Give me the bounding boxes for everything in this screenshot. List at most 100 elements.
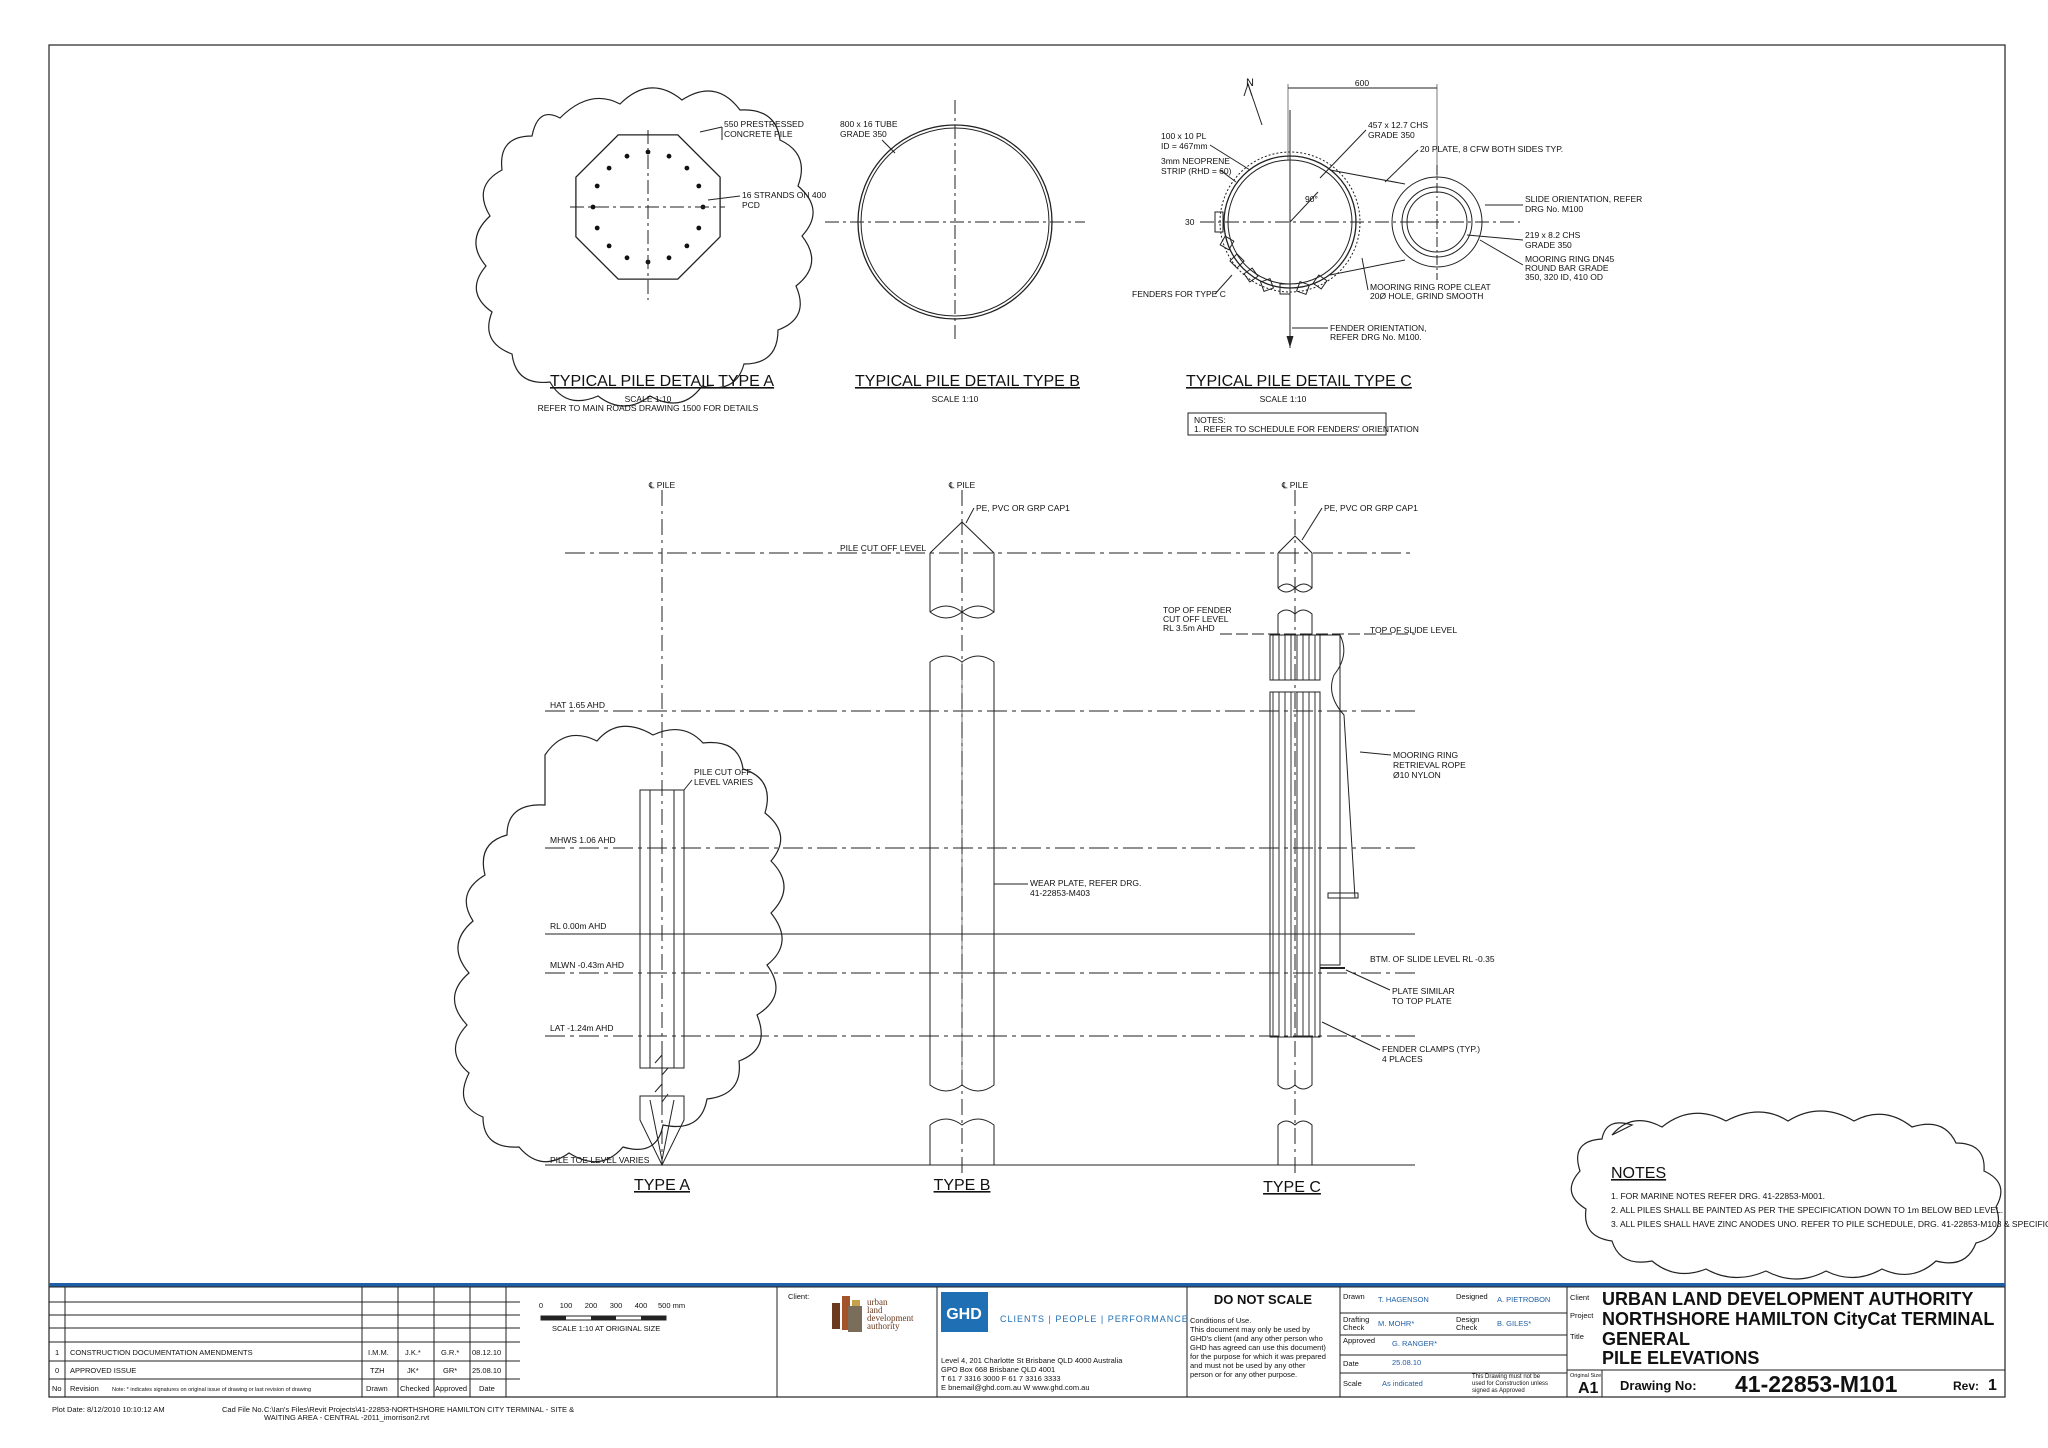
plot-date: Plot Date: 8/12/2010 10:10:12 AM	[52, 1405, 165, 1414]
tb-size-label: Original Size	[1570, 1373, 1601, 1379]
label-type-c: TYPE C	[1263, 1179, 1321, 1196]
scale-detail-b: SCALE 1:10	[932, 394, 979, 404]
cap-label-b: PE, PVC OR GRP CAP1	[976, 503, 1070, 513]
revision-cloud-type-a	[453, 725, 785, 1163]
rev-0-approved: GR*	[443, 1366, 457, 1375]
label-mooring-3: 350, 320 ID, 410 OD	[1525, 272, 1603, 282]
rev-1-checked: J.K.*	[405, 1348, 421, 1357]
label-550-pile-1: 550 PRESTRESSED	[724, 119, 804, 129]
tb-title-2: PILE ELEVATIONS	[1602, 1348, 1759, 1368]
ghd-address-1: Level 4, 201 Charlotte St Brisbane QLD 4…	[941, 1356, 1123, 1365]
label-neoprene-2: STRIP (RHD = 60)	[1161, 166, 1232, 176]
label-mooring-2: ROUND BAR GRADE	[1525, 263, 1609, 273]
title-detail-c: TYPICAL PILE DETAIL TYPE C	[1186, 373, 1412, 390]
rev-0-desc: APPROVED ISSUE	[70, 1366, 136, 1375]
conditions-7: person or for any other purpose.	[1190, 1370, 1297, 1379]
construction-note-2: used for Construction unless	[1472, 1381, 1548, 1387]
construction-note-1: This Drawing must not be	[1472, 1374, 1541, 1380]
octagon-concrete-pile	[575, 134, 721, 280]
tb-client-label: Client	[1570, 1293, 1590, 1302]
drafting-label-1: Drafting	[1343, 1315, 1369, 1324]
label-cleat-1: MOORING RING ROPE CLEAT	[1370, 282, 1491, 292]
ghd-logo	[941, 1292, 988, 1332]
label-cleat-2: 20Ø HOLE, GRIND SMOOTH	[1370, 291, 1483, 301]
scale-tick-200: 200	[585, 1301, 598, 1310]
rev-hdr-drawn: Drawn	[366, 1384, 388, 1393]
cl-pile-c: ℄ PILE	[1281, 480, 1309, 490]
client-logo-3: development	[867, 1313, 914, 1323]
label-pl-2: ID = 467mm	[1161, 141, 1208, 151]
strand-dot	[684, 243, 690, 249]
label-tube-2: GRADE 350	[840, 129, 887, 139]
conditions-4: GHD has agreed can use this document)	[1190, 1343, 1326, 1352]
type-b-cap	[929, 521, 995, 612]
label-chs457-2: GRADE 350	[1368, 130, 1415, 140]
top-fender-1: TOP OF FENDER	[1163, 605, 1232, 615]
type-a-pile-toe	[639, 1095, 685, 1167]
scale-detail-a: SCALE 1:10	[625, 394, 672, 404]
top-slide: TOP OF SLIDE LEVEL	[1370, 625, 1457, 635]
label-tube-1: 800 x 16 TUBE	[840, 119, 898, 129]
date-label: Date	[1343, 1359, 1359, 1368]
level-hat: HAT 1.65 AHD	[550, 700, 605, 710]
drawn-value: T. HAGENSON	[1378, 1295, 1429, 1304]
strand-dot	[696, 225, 702, 231]
strand-dot	[594, 183, 600, 189]
drawn-label: Drawn	[1343, 1292, 1365, 1301]
label-type-a: TYPE A	[634, 1177, 690, 1194]
conditions-2: This document may only be used by	[1190, 1325, 1310, 1334]
scale-tick-100: 100	[560, 1301, 573, 1310]
scale-tick-400: 400	[635, 1301, 648, 1310]
conditions-6: and must not be used by any other	[1190, 1361, 1306, 1370]
strand-dot	[606, 165, 612, 171]
label-chs219-1: 219 x 8.2 CHS	[1525, 230, 1581, 240]
detail-c-plan	[1200, 82, 1520, 348]
revision-cloud-notes	[1570, 1110, 2002, 1280]
gap-30: 30	[1185, 217, 1195, 227]
urban-land-logo	[832, 1296, 862, 1332]
approved-value: G. RANGER*	[1392, 1339, 1437, 1348]
wear-plate-2: 41-22853-M403	[1030, 888, 1090, 898]
client-label: Client:	[788, 1292, 809, 1301]
tb-drawing-no: 41-22853-M101	[1735, 1371, 1898, 1397]
tb-title-1: GENERAL	[1602, 1329, 1690, 1349]
label-mooring-1: MOORING RING DN45	[1525, 254, 1615, 264]
cad-file-label: Cad File No.	[222, 1405, 264, 1414]
design-check-label-1: Design	[1456, 1315, 1479, 1324]
strand-dot	[645, 149, 651, 155]
level-pile-cut-off: PILE CUT OFF LEVEL	[840, 543, 927, 553]
label-type-b: TYPE B	[934, 1177, 991, 1194]
notes-item-3: 3. ALL PILES SHALL HAVE ZINC ANODES UNO.…	[1611, 1219, 2048, 1229]
rev-1-no: 1	[55, 1348, 59, 1357]
notes-item-1: 1. FOR MARINE NOTES REFER DRG. 41-22853-…	[1611, 1191, 1825, 1201]
scale-tick-500: 500 mm	[658, 1301, 685, 1310]
ghd-logo-text: GHD	[946, 1306, 982, 1323]
octagon-outline	[575, 134, 721, 280]
wear-plate-1: WEAR PLATE, REFER DRG.	[1030, 878, 1141, 888]
level-mlwn: MLWN -0.43m AHD	[550, 960, 624, 970]
strand-dot	[624, 255, 630, 261]
label-chs457-1: 457 x 12.7 CHS	[1368, 120, 1428, 130]
type-c-fender-upper	[1269, 634, 1321, 681]
notes-title: NOTES	[1611, 1165, 1666, 1182]
conditions-5: for the purpose for which it was prepare…	[1190, 1352, 1326, 1361]
drafting-value: M. MOHR*	[1378, 1319, 1414, 1328]
client-logo-4: authority	[867, 1321, 900, 1331]
mooring-rope-3: Ø10 NYLON	[1393, 770, 1441, 780]
cut-off-varies-2: LEVEL VARIES	[694, 777, 753, 787]
level-rl0: RL 0.00m AHD	[550, 921, 606, 931]
scale-tick-0: 0	[539, 1301, 543, 1310]
approved-label: Approved	[1343, 1336, 1375, 1345]
label-plate20: 20 PLATE, 8 CFW BOTH SIDES TYP.	[1420, 144, 1563, 154]
plate-similar-2: TO TOP PLATE	[1392, 996, 1452, 1006]
label-strands-1: 16 STRANDS ON 400	[742, 190, 826, 200]
strand-dot	[594, 225, 600, 231]
scale-label: Scale	[1343, 1379, 1362, 1388]
title-detail-b: TYPICAL PILE DETAIL TYPE B	[855, 373, 1080, 390]
cad-file-1: C:\Ian's Files\Revit Projects\41-22853-N…	[264, 1405, 574, 1414]
mooring-rope-2: RETRIEVAL ROPE	[1393, 760, 1466, 770]
notes-c-item: 1. REFER TO SCHEDULE FOR FENDERS' ORIENT…	[1194, 424, 1419, 434]
tb-project-label: Project	[1570, 1311, 1594, 1320]
cad-file-2: WAITING AREA - CENTRAL -2011_imorrison2.…	[264, 1413, 430, 1422]
